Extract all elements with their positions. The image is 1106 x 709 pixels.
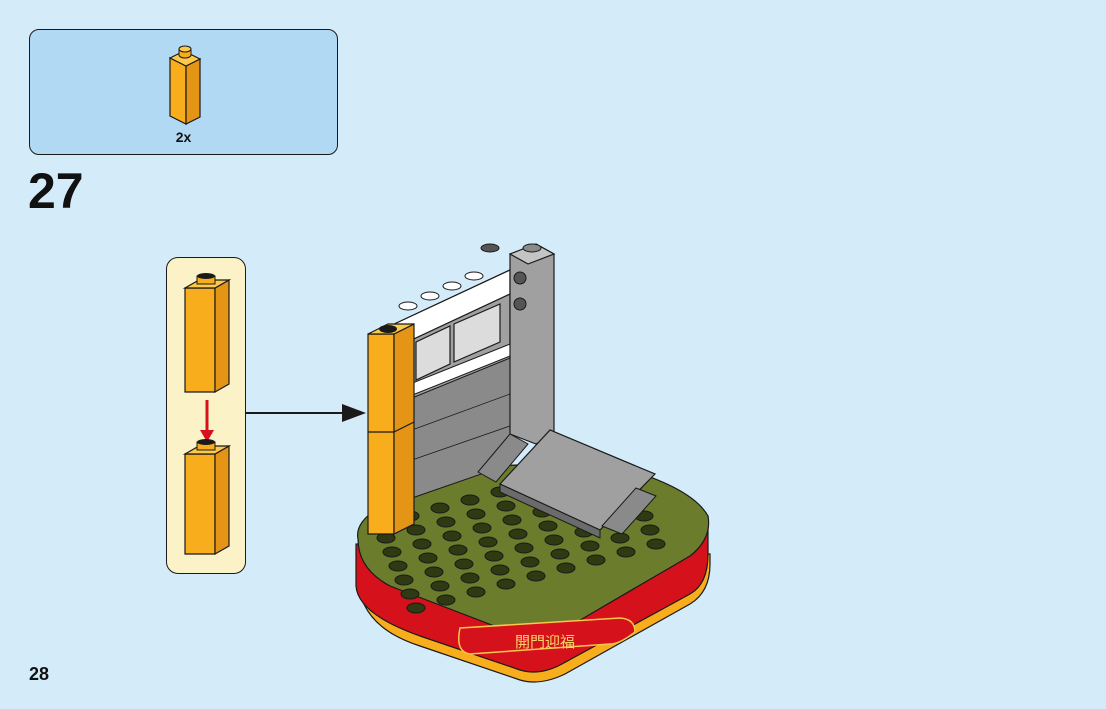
green-stud	[436, 516, 456, 528]
green-stud	[436, 594, 456, 606]
green-stud	[460, 494, 480, 506]
green-stud	[526, 570, 546, 582]
green-stud	[466, 586, 486, 598]
green-stud	[406, 602, 426, 614]
green-stud	[484, 550, 504, 562]
green-stud	[496, 500, 516, 512]
sub-assembly-illustration	[182, 273, 232, 556]
parts-count: 2x	[175, 129, 192, 145]
lower-orange-brick	[182, 439, 232, 556]
green-stud	[466, 508, 486, 520]
green-stud	[520, 556, 540, 568]
window-wall	[389, 243, 511, 499]
green-stud	[646, 538, 666, 550]
green-stud	[550, 548, 570, 560]
green-stud	[394, 574, 414, 586]
banner: 開門迎福	[458, 617, 636, 655]
green-stud	[502, 514, 522, 526]
upper-orange-brick	[182, 273, 232, 394]
green-stud	[382, 546, 402, 558]
green-stud	[448, 544, 468, 556]
green-stud	[454, 558, 474, 570]
green-stud	[640, 524, 660, 536]
model-illustration: 開門迎福	[355, 243, 711, 683]
green-stud	[580, 540, 600, 552]
green-stud	[490, 564, 510, 576]
green-stud	[556, 562, 576, 574]
gray-floor	[477, 429, 657, 539]
parts-list-box: 2x	[29, 29, 338, 155]
green-stud	[388, 560, 408, 572]
pointer-arrow	[246, 404, 366, 422]
green-stud	[544, 534, 564, 546]
green-stud	[610, 532, 630, 544]
banner-text: 開門迎福	[515, 633, 575, 651]
green-stud	[508, 528, 528, 540]
green-stud	[460, 572, 480, 584]
green-stud	[406, 524, 426, 536]
step-number: 27	[28, 163, 84, 219]
green-stud	[424, 566, 444, 578]
orange-column	[367, 323, 415, 535]
green-stud	[538, 520, 558, 532]
green-stud	[496, 578, 516, 590]
page-number: 28	[29, 664, 50, 684]
sub-assembly-callout	[166, 257, 246, 574]
green-stud	[616, 546, 636, 558]
green-stud	[418, 552, 438, 564]
green-stud	[586, 554, 606, 566]
green-stud	[442, 530, 462, 542]
green-stud	[430, 502, 450, 514]
red-down-arrow	[200, 400, 214, 442]
green-stud	[472, 522, 492, 534]
green-stud	[514, 542, 534, 554]
green-stud	[478, 536, 498, 548]
green-stud	[430, 580, 450, 592]
gray-pillar	[508, 243, 556, 445]
orange-brick-icon	[168, 45, 202, 125]
green-stud	[400, 588, 420, 600]
green-stud	[412, 538, 432, 550]
